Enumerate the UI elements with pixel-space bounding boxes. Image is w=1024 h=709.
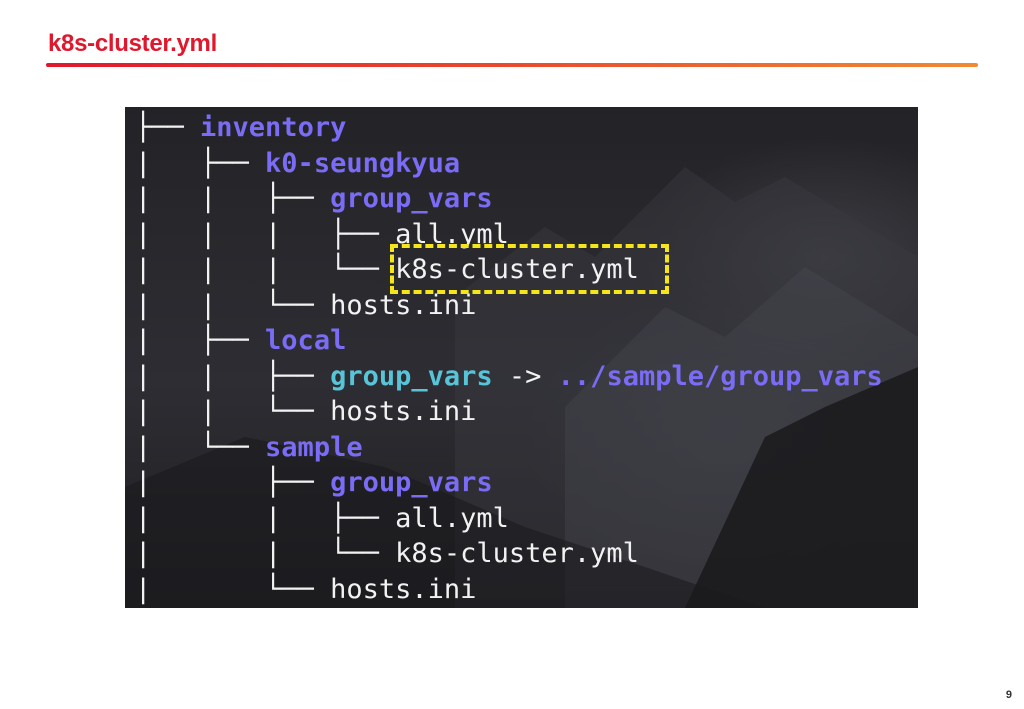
tree-line: | | ├── all.yml bbox=[135, 501, 883, 537]
tree-branch: | | ├── bbox=[135, 502, 396, 534]
terminal-screenshot: ├── inventory| ├── k0-seungkyua| | ├── g… bbox=[125, 107, 918, 608]
tree-line: | | └── k8s-cluster.yml bbox=[135, 536, 883, 572]
page-number: 9 bbox=[1005, 689, 1012, 701]
tree-branch: | | | └── bbox=[135, 254, 396, 285]
symlink-arrow: -> bbox=[492, 360, 558, 392]
title-underline bbox=[46, 63, 978, 67]
tree-line: | └── sample bbox=[135, 430, 883, 466]
tree-line: | ├── group_vars bbox=[135, 465, 883, 501]
tree-line: | | ├── group_vars bbox=[135, 181, 883, 217]
file-name: hosts.ini bbox=[330, 396, 477, 427]
tree-line: ├── inventory bbox=[135, 110, 883, 146]
tree-line: | └── hosts.ini bbox=[135, 572, 883, 608]
tree-line: | | | └── k8s-cluster.yml bbox=[135, 252, 883, 288]
tree-branch: | └── bbox=[135, 573, 331, 605]
tree-line: | ├── local bbox=[135, 323, 883, 359]
mountain-background bbox=[125, 167, 918, 608]
tree-line: | | ├── group_vars -> ../sample/group_va… bbox=[135, 359, 883, 395]
file-name: hosts.ini bbox=[330, 289, 477, 321]
tree-branch: | | | ├── bbox=[135, 218, 396, 250]
tree-branch: | ├── bbox=[135, 467, 331, 498]
directory-name: k0-seungkyua bbox=[265, 147, 461, 179]
directory-name: group_vars bbox=[330, 467, 493, 498]
directory-name: local bbox=[265, 325, 347, 356]
tree-line: | | └── hosts.ini bbox=[135, 394, 883, 430]
symlink-name: group_vars bbox=[330, 360, 493, 392]
file-name: k8s-cluster.yml bbox=[395, 538, 639, 569]
symlink-target: ../sample/group_vars bbox=[557, 360, 883, 392]
directory-name: inventory bbox=[200, 112, 347, 143]
tree-line: | | └── hosts.ini bbox=[135, 288, 883, 324]
tree-line: | ├── k0-seungkyua bbox=[135, 146, 883, 182]
file-name: hosts.ini bbox=[330, 573, 477, 605]
directory-name: sample bbox=[265, 431, 363, 463]
tree-branch: | | └── bbox=[135, 396, 331, 427]
file-name: all.yml bbox=[395, 502, 509, 534]
directory-tree: ├── inventory| ├── k0-seungkyua| | ├── g… bbox=[135, 110, 883, 607]
directory-name: group_vars bbox=[330, 183, 493, 214]
tree-branch: | └── bbox=[135, 431, 266, 463]
tree-branch: | | └── bbox=[135, 538, 396, 569]
tree-branch: | | ├── bbox=[135, 360, 331, 392]
file-name: k8s-cluster.yml bbox=[395, 254, 639, 285]
slide-title: k8s-cluster.yml bbox=[48, 30, 217, 57]
tree-branch: | | ├── bbox=[135, 183, 331, 214]
tree-branch: | | └── bbox=[135, 289, 331, 321]
tree-branch: | ├── bbox=[135, 147, 266, 179]
tree-branch: | ├── bbox=[135, 325, 266, 356]
highlight-box bbox=[390, 244, 669, 294]
tree-branch: ├── bbox=[135, 112, 201, 143]
